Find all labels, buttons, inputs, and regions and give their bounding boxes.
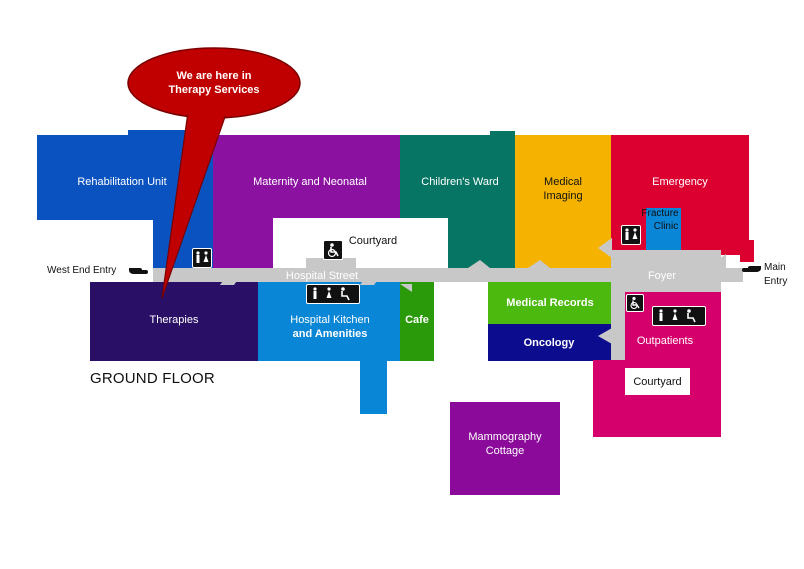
callout-line2: Therapy Services xyxy=(168,84,260,96)
hospital-street-label: Hospital Street xyxy=(285,270,359,282)
courtyard-bottom-label: Courtyard xyxy=(633,376,682,388)
oncology-block[interactable] xyxy=(488,324,611,361)
connector-8 xyxy=(400,284,412,292)
hospital-kitchen-label-2: and Amenities xyxy=(292,328,368,340)
connector-1 xyxy=(220,268,246,285)
connector-6 xyxy=(712,254,726,270)
courtyard-walkway xyxy=(306,258,356,270)
medical-imaging-label-1: Medical xyxy=(544,176,582,188)
connector-4 xyxy=(528,260,550,268)
lift-icon xyxy=(306,284,360,304)
foyer-link-left xyxy=(611,282,625,360)
outpatients-wing xyxy=(593,360,625,437)
mammography-cottage-block[interactable] xyxy=(450,402,560,495)
mammography-label-1: Mammography xyxy=(468,431,542,443)
childrens-ward-notch xyxy=(490,131,515,137)
connector-3 xyxy=(468,260,490,268)
hand-pointer-icon xyxy=(742,266,761,272)
main-entry-label-2: Entry xyxy=(764,276,788,287)
outpatients-label: Outpatients xyxy=(636,335,694,347)
foyer-area xyxy=(611,250,721,292)
fracture-clinic-label-1: Fracture xyxy=(641,208,679,219)
hospital-kitchen-label-1: Hospital Kitchen xyxy=(290,314,370,326)
medical-imaging-label-2: Imaging xyxy=(543,190,583,202)
toilets-icon xyxy=(621,225,641,245)
connector-2 xyxy=(360,268,386,285)
courtyard-top-label: Courtyard xyxy=(348,235,398,247)
rehabilitation-unit-label: Rehabilitation Unit xyxy=(77,176,167,188)
childrens-ward-label: Children's Ward xyxy=(421,176,499,188)
cafe-label: Cafe xyxy=(405,314,429,326)
lift-icon xyxy=(652,306,706,326)
oncology-label: Oncology xyxy=(523,337,575,349)
connector-5 xyxy=(598,238,612,258)
cafe-block[interactable] xyxy=(400,282,434,361)
therapies-block[interactable] xyxy=(90,282,258,361)
medical-records-label: Medical Records xyxy=(506,297,594,309)
maternity-neonatal-label: Maternity and Neonatal xyxy=(253,176,367,188)
medical-imaging-block[interactable] xyxy=(515,135,611,268)
courtyard-top-block xyxy=(273,218,448,270)
mammography-label-2: Cottage xyxy=(485,445,525,457)
accessible-toilet-icon xyxy=(626,294,644,312)
accessible-toilet-icon xyxy=(323,240,343,260)
hospital-street-corridor xyxy=(153,268,743,282)
ground-floor-label: GROUND FLOOR xyxy=(90,370,215,387)
rehabilitation-unit-notch xyxy=(128,130,213,138)
west-end-entry-label: West End Entry xyxy=(47,265,117,276)
toilets-icon xyxy=(192,248,212,268)
connector-7 xyxy=(598,328,612,344)
foyer-label: Foyer xyxy=(647,270,677,282)
emergency-side-block xyxy=(740,240,754,262)
medical-records-block[interactable] xyxy=(488,282,611,324)
fracture-clinic-block[interactable] xyxy=(646,208,681,258)
emergency-label: Emergency xyxy=(652,176,708,188)
main-entry-label-1: Main xyxy=(764,262,786,273)
hospital-kitchen-annex xyxy=(360,360,387,414)
fracture-clinic-label-2: Clinic xyxy=(653,221,679,232)
callout-line1: We are here in xyxy=(176,70,252,82)
hand-pointer-icon xyxy=(129,268,148,274)
courtyard-bottom-block xyxy=(625,368,690,395)
therapies-label: Therapies xyxy=(149,314,199,326)
